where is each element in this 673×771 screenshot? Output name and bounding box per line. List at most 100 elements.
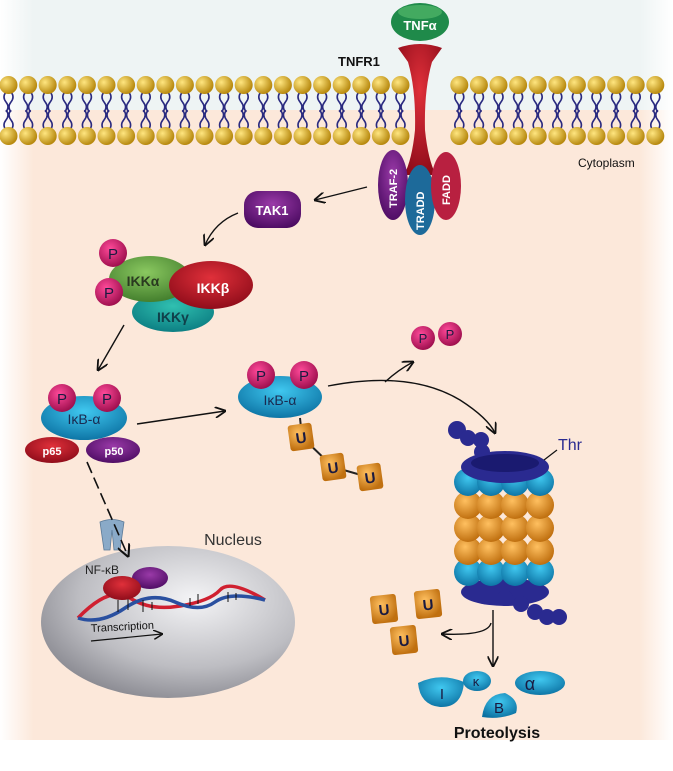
transcription-label: Transcription [91, 620, 155, 635]
lipid-tail [3, 91, 14, 131]
lipid-head [117, 76, 136, 94]
ikk-alpha-label: IKKα [127, 273, 160, 289]
p65-label: p65 [43, 446, 62, 458]
proteasome-subunit [501, 491, 529, 519]
proteasome [448, 421, 567, 625]
lipid-head [195, 76, 214, 94]
lipid-tail [160, 91, 171, 131]
lipid-head [77, 127, 96, 145]
lipid-head [587, 127, 606, 145]
lipid-head [548, 76, 567, 94]
lipid-tail [101, 91, 112, 131]
tnfr1-receptor [398, 44, 442, 175]
lipid-tail [454, 91, 465, 131]
lipid-tail [258, 91, 269, 131]
lipid-tail [140, 91, 151, 131]
lipid-bilayer [0, 76, 665, 145]
lipid-tail [179, 91, 191, 131]
fragment-b [482, 693, 517, 718]
proteasome-subunit [501, 537, 529, 565]
proteasome-subunit [477, 558, 505, 586]
lipid-tail [512, 91, 524, 131]
lipid-head [117, 127, 136, 145]
lipid-head [352, 76, 371, 94]
phospho-group: P [99, 239, 127, 267]
ikk-gamma-label: IKKγ [157, 309, 189, 325]
ikb-alpha-label: IκB-α [264, 392, 297, 408]
lipid-head [97, 127, 116, 145]
nucleus-label: Nucleus [204, 532, 262, 549]
proteasome-subunit [454, 558, 482, 586]
proteasome-subunit [526, 558, 554, 586]
lipid-head [509, 76, 528, 94]
lipid-head [626, 127, 645, 145]
lipid-head [175, 76, 194, 94]
lipid-head [567, 76, 586, 94]
ubiquitin: U [287, 422, 315, 452]
substrate-chain [497, 590, 567, 625]
lipid-head [254, 127, 273, 145]
lipid-head [58, 127, 77, 145]
lipid-head [489, 127, 508, 145]
arrow-ubiquitin-recycle [442, 622, 492, 634]
lipid-head [175, 127, 194, 145]
tak1-protein [244, 191, 301, 228]
lipid-head [234, 76, 253, 94]
lipid-head [489, 76, 508, 94]
lipid-head [469, 76, 488, 94]
proteasome-subunit [501, 558, 529, 586]
svg-text:P: P [102, 391, 112, 408]
lipid-head [509, 127, 528, 145]
lipid-head [450, 76, 469, 94]
lipid-tail [552, 91, 563, 131]
extracellular-space [0, 0, 673, 110]
traf2-protein [378, 150, 408, 220]
lipid-head [626, 76, 645, 94]
lipid-head [273, 127, 292, 145]
lipid-tail [42, 91, 53, 131]
lipid-head [254, 76, 273, 94]
lipid-head [156, 127, 175, 145]
tradd-label: TRADD [415, 191, 427, 230]
arrow-phospho-release [384, 362, 413, 383]
lipid-tail [532, 91, 543, 131]
svg-text:P: P [299, 368, 309, 385]
lipid-head [469, 127, 488, 145]
lipid-tail [22, 91, 34, 131]
lipid-head [215, 127, 234, 145]
lipid-head [528, 76, 547, 94]
lipid-tail [316, 91, 328, 131]
lipid-tail [375, 91, 387, 131]
lipid-head [38, 76, 57, 94]
lipid-head [646, 76, 665, 94]
arrow-ikb-release [136, 411, 225, 425]
lipid-head [391, 127, 410, 145]
ubiquitin: U [389, 625, 419, 655]
arrow-ikk-to-ikb [98, 324, 125, 370]
proteasome-subunit [454, 491, 482, 519]
fragment-i [418, 677, 464, 708]
nfkb-p65-subunit [103, 576, 141, 600]
nuclear-pore [99, 519, 125, 551]
lipid-tail [336, 91, 347, 131]
svg-text:U: U [398, 632, 411, 650]
fragment-b-label: B [494, 700, 504, 717]
lipid-head [19, 76, 38, 94]
ikk-beta-label: IKKβ [197, 280, 230, 296]
fragment-kappa [463, 671, 491, 691]
nfkb-label: NF-κB [85, 563, 119, 577]
lipid-head [313, 127, 332, 145]
lipid-head [19, 127, 38, 145]
lipid-head [646, 127, 665, 145]
lipid-tail [591, 91, 602, 131]
lipid-head [332, 127, 351, 145]
lipid-head [215, 76, 234, 94]
lipid-head [391, 76, 410, 94]
lipid-tail [199, 91, 210, 131]
traf2-label: TRAF-2 [388, 169, 400, 208]
proteolysis-label: Proteolysis [454, 725, 540, 742]
p50-label: p50 [105, 446, 124, 458]
lipid-tail [238, 91, 249, 131]
